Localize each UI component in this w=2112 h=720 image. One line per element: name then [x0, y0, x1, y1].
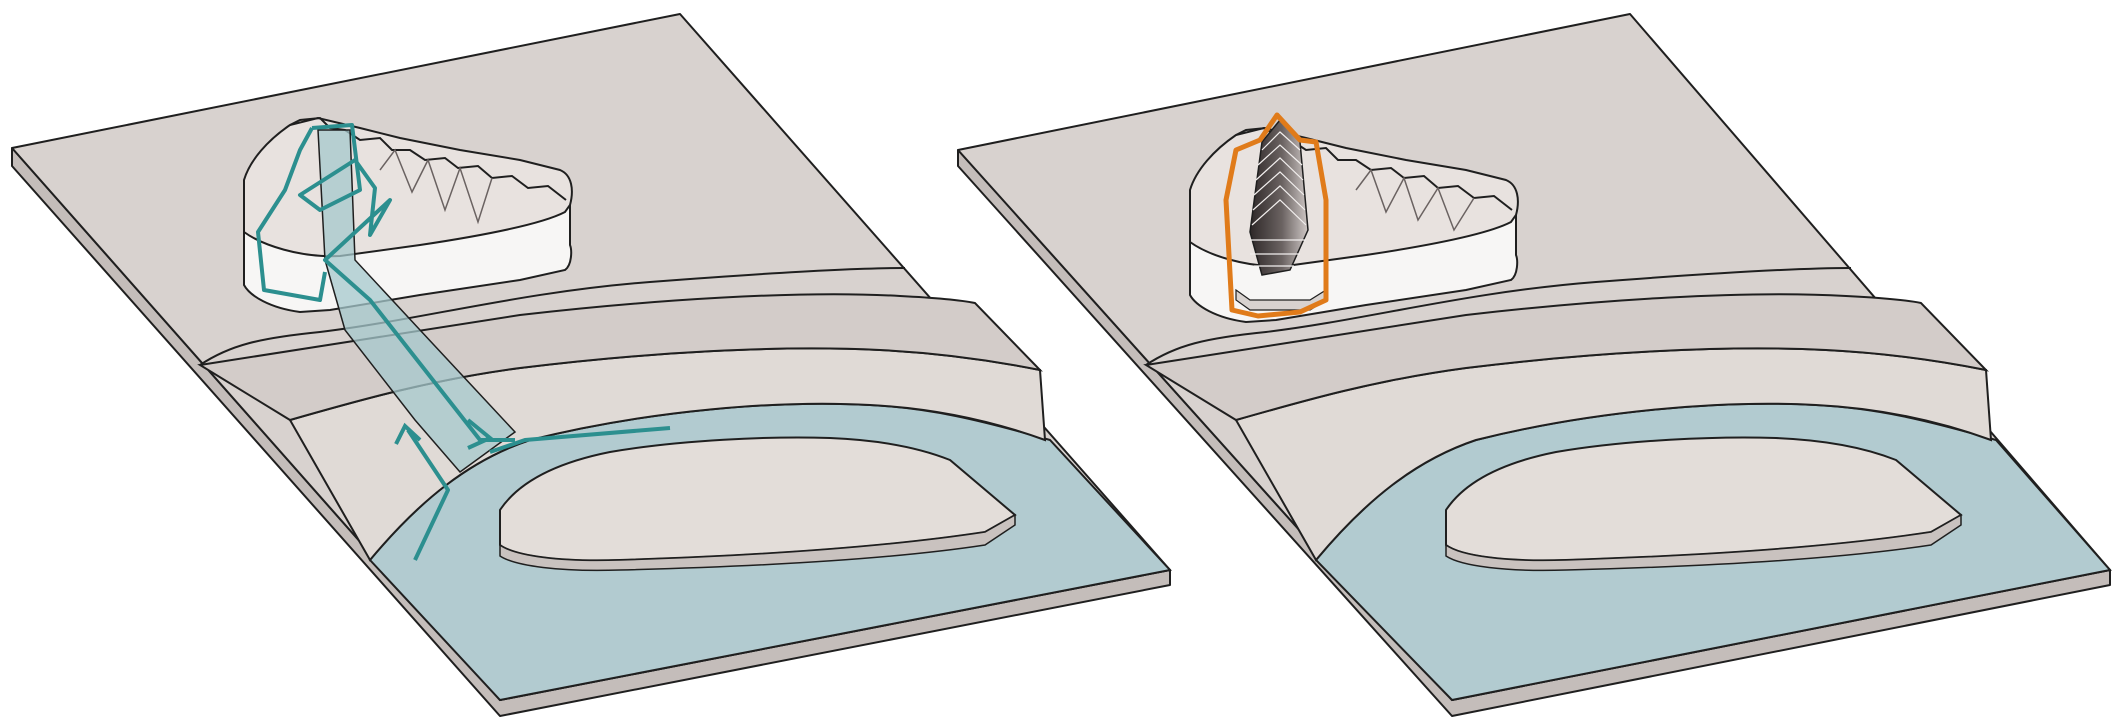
quay-band-upper: [1143, 293, 1989, 422]
roof-ridges: [1355, 168, 1475, 232]
right-panel: [957, 13, 2112, 717]
left-panel: [11, 13, 1172, 717]
circulation-path: [298, 123, 515, 442]
circulation-path-loop: [256, 127, 327, 302]
promenade-edge: [1145, 267, 1852, 366]
arrow-up-icon: [394, 422, 422, 445]
quay-band-upper: [197, 293, 1043, 422]
island-edge: [499, 513, 1016, 572]
section-floor-lines: [1250, 131, 1307, 267]
section-outline: [1223, 112, 1329, 319]
island-edge: [1445, 513, 1962, 572]
circulation-path-return: [406, 428, 450, 561]
promenade-edge: [199, 267, 906, 366]
circulation-path-outward: [489, 426, 671, 454]
arrow-right-icon: [466, 418, 494, 450]
roof-ridges: [379, 148, 493, 225]
